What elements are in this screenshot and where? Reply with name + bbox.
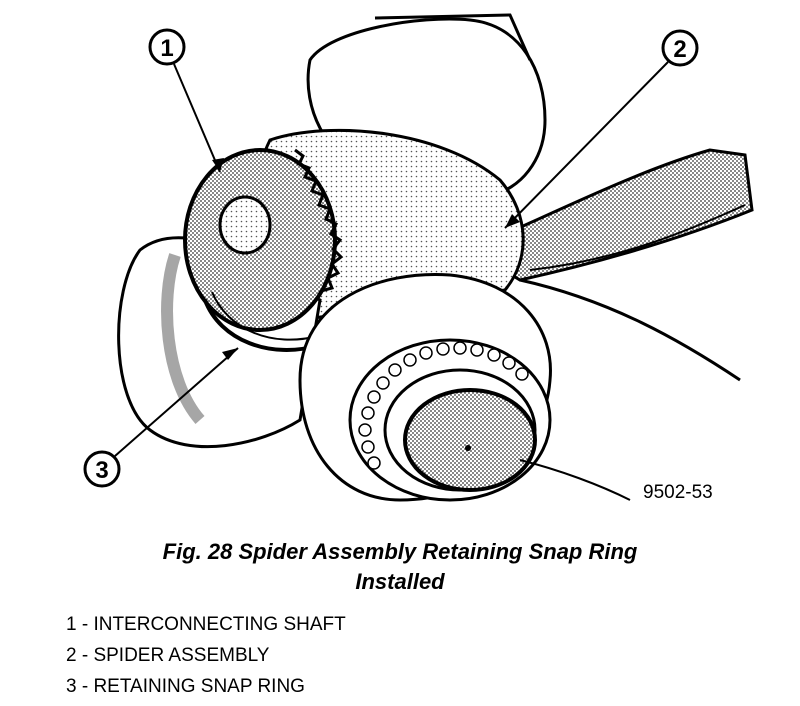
legend-item-2: 2 - SPIDER ASSEMBLY	[66, 645, 270, 666]
housing-shaft	[466, 148, 754, 382]
front-roller	[298, 272, 631, 502]
needle-bearings	[358, 341, 529, 470]
callout-1: 1	[148, 28, 224, 173]
spider-assembly-illustration: 1 2 3 9502-53	[83, 13, 754, 503]
retaining-snap-ring	[203, 291, 321, 352]
callout-3: 3	[83, 347, 239, 488]
legend-item-3: 3 - RETAINING SNAP RING	[66, 676, 305, 697]
callout-2: 2	[504, 29, 699, 229]
svg-text:2: 2	[673, 36, 686, 63]
legend-item-1: 1 - INTERCONNECTING SHAFT	[66, 614, 346, 635]
svg-text:1: 1	[160, 35, 173, 62]
interconnecting-shaft	[183, 148, 344, 332]
figure-caption-line1: Fig. 28 Spider Assembly Retaining Snap R…	[162, 539, 638, 564]
svg-text:3: 3	[95, 457, 108, 484]
figure-caption-line2: Installed	[355, 569, 445, 594]
figure-code: 9502-53	[643, 482, 713, 503]
